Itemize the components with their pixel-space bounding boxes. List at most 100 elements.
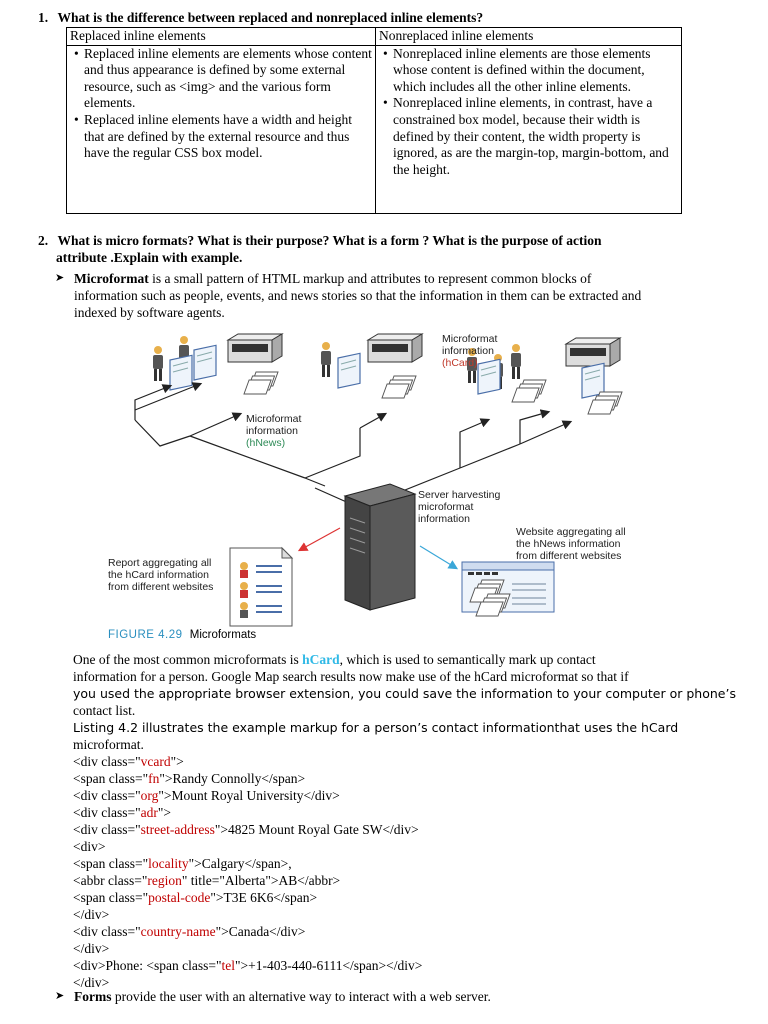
question-1: 1. What is the difference between replac… (38, 9, 483, 26)
code-line: </div> (73, 940, 109, 957)
code-text: <div class=" (73, 754, 141, 769)
code-line: <div class="country-name">Canada</div> (73, 923, 305, 940)
arrow-bullet-icon: ➤ (55, 990, 65, 1002)
label-server: Server harvesting microformat informatio… (418, 489, 500, 525)
code-line: <div class="street-address">4825 Mount R… (73, 821, 419, 838)
code-line: </div> (73, 974, 109, 991)
user-cluster-left-icon (153, 333, 283, 395)
text-line: information for a person. Google Map sea… (73, 669, 629, 684)
microformat-term: Microformat (74, 271, 149, 286)
code-class-name: street-address (140, 822, 215, 837)
label-line: the hCard information (108, 569, 209, 581)
hcard-term: hCard (302, 652, 340, 667)
code-text: </div> (73, 975, 110, 990)
question-number: 1. (38, 10, 49, 25)
code-class-name: vcard (140, 754, 171, 769)
code-class-name: adr (140, 805, 158, 820)
code-text: " title="Alberta">AB</abbr> (181, 873, 341, 888)
comparison-table: Replaced inline elements Nonreplaced inl… (66, 27, 682, 214)
figure-number: FIGURE 4.29 (108, 629, 183, 641)
question-2: 2. What is micro formats? What is their … (38, 232, 602, 249)
figure-title: Microformats (189, 629, 257, 641)
label-line: information (442, 345, 494, 357)
label-line: information (418, 513, 470, 525)
table-cell-replaced: Replaced inline elements are elements wh… (66, 44, 376, 214)
label-website: Website aggregating all the hNews inform… (516, 526, 626, 562)
hcard-paragraph: One of the most common microformats is h… (73, 651, 743, 753)
code-text: <span class=" (73, 856, 149, 871)
question-number: 2. (38, 233, 49, 248)
label-hcard-top: Microformat information (hCard) (442, 333, 497, 369)
code-line: <span class="postal-code">T3E 6K6</span> (73, 889, 317, 906)
table-header-replaced: Replaced inline elements (66, 27, 376, 46)
website-arrow (419, 545, 459, 570)
label-hnews: Microformat information (hNews) (246, 413, 301, 449)
label-line: Microformat (246, 413, 302, 425)
figure-caption: FIGURE 4.29 Microformats (108, 629, 256, 641)
code-text: ">T3E 6K6</span> (210, 890, 318, 905)
label-line: from different websites (108, 581, 214, 593)
code-text: <div>Phone: <span class=" (73, 958, 222, 973)
code-line: <abbr class="region" title="Alberta">AB<… (73, 872, 340, 889)
code-text: <div class=" (73, 822, 141, 837)
code-line: <div class="org">Mount Royal University<… (73, 787, 340, 804)
label-line: Microformat (442, 333, 498, 345)
forms-paragraph: Forms provide the user with an alternati… (74, 988, 491, 1005)
code-class-name: fn (148, 771, 160, 786)
code-line: <span class="fn">Randy Connolly</span> (73, 770, 305, 787)
website-window-icon (461, 561, 555, 617)
code-text: <span class=" (73, 771, 149, 786)
text-line: you used the appropriate browser extensi… (73, 686, 736, 701)
list-item: Nonreplaced inline elements are those el… (383, 46, 678, 96)
code-text: <abbr class=" (73, 873, 148, 888)
code-class-name: locality (148, 856, 189, 871)
text-line: is a small pattern of HTML markup and at… (148, 271, 592, 286)
list-item: Nonreplaced inline elements, in contrast… (383, 95, 678, 178)
label-report: Report aggregating all the hCard informa… (108, 557, 213, 593)
text-line: indexed by software agents. (74, 305, 225, 320)
code-text: <div class=" (73, 924, 141, 939)
question-text: What is micro formats? What is their pur… (57, 233, 602, 248)
label-line: from different websites (516, 550, 622, 562)
code-text: <div class=" (73, 805, 141, 820)
code-class-name: org (140, 788, 159, 803)
code-class-name: tel (221, 958, 235, 973)
code-text: "> (170, 754, 184, 769)
label-line: microformat (418, 501, 474, 513)
microformat-paragraph: Microformat is a small pattern of HTML m… (74, 270, 744, 321)
label-line: Server harvesting (418, 489, 501, 501)
code-text: <div class=" (73, 788, 141, 803)
table-cell-nonreplaced: Nonreplaced inline elements are those el… (375, 44, 682, 214)
code-line: <div>Phone: <span class="tel">+1-403-440… (73, 957, 422, 974)
code-line: <div class="vcard"> (73, 753, 184, 770)
code-text: ">Randy Connolly</span> (159, 771, 306, 786)
list-item: Replaced inline elements have a width an… (74, 112, 372, 162)
text-line: One of the most common microformats is (73, 652, 303, 667)
code-text: </div> (73, 941, 110, 956)
code-text: </div> (73, 907, 110, 922)
code-text: ">+1-403-440-6111</span></div> (234, 958, 423, 973)
code-class-name: country-name (140, 924, 216, 939)
microformats-figure (134, 333, 623, 627)
question-text: What is the difference between replaced … (57, 10, 484, 25)
report-arrow (297, 527, 341, 552)
user-cluster-middle-icon (321, 333, 423, 399)
label-line: Report aggregating all (108, 557, 212, 569)
label-line: (hCard) (442, 357, 478, 369)
text-line: Listing 4.2 illustrates the example mark… (73, 720, 679, 735)
code-class-name: region (147, 873, 182, 888)
connector-lines (134, 382, 573, 509)
code-line: <div> (73, 838, 105, 855)
forms-term: Forms (74, 989, 112, 1004)
code-text: ">4825 Mount Royal Gate SW</div> (214, 822, 419, 837)
question-text-cont: attribute .Explain with example. (56, 250, 243, 265)
text-line: contact list. (73, 703, 136, 718)
text-line: , which is used to semantically mark up … (339, 652, 596, 667)
code-line: <div class="adr"> (73, 804, 171, 821)
label-line: (hNews) (246, 437, 286, 449)
text-line: microformat. (73, 737, 144, 752)
code-text: ">Mount Royal University</div> (158, 788, 340, 803)
code-text: ">Calgary</span>, (188, 856, 292, 871)
text-line: provide the user with an alternative way… (111, 989, 491, 1004)
table-header-nonreplaced: Nonreplaced inline elements (375, 27, 682, 46)
